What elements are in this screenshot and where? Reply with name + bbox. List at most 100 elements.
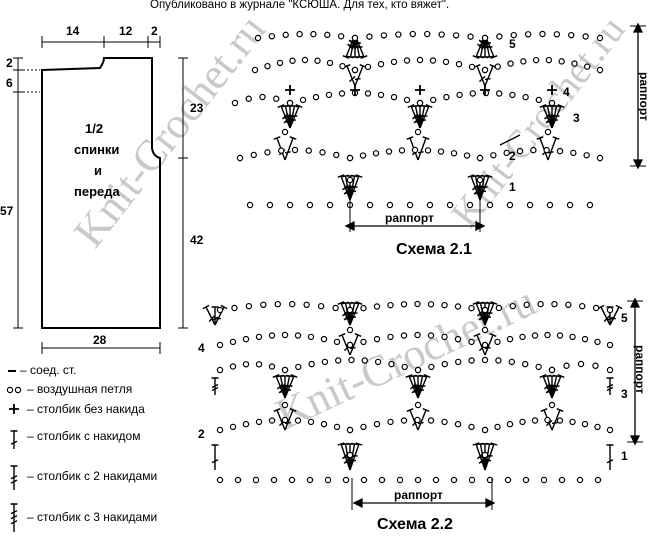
single-crochet [285, 85, 295, 95]
chain-stitch [581, 335, 589, 343]
stitch-post [349, 301, 363, 326]
scheme1-row-5: 5 [509, 37, 516, 51]
chain-stitch [409, 30, 416, 38]
chain-stitch [596, 66, 604, 74]
chain-stitch [366, 201, 374, 209]
chain-stitch [342, 476, 350, 484]
chain-stitch [606, 426, 614, 434]
chain-stitch [401, 363, 408, 371]
chain-stitch [414, 331, 421, 339]
chain-stitch [229, 363, 237, 370]
legend-dc: – столбик с накидом [27, 429, 141, 443]
chain-stitch [428, 363, 435, 371]
chain-stitch [548, 99, 556, 107]
chain-stitch [508, 358, 515, 366]
chain-stitch [255, 333, 263, 341]
chain-stitch [454, 420, 462, 428]
chain-stitch [441, 301, 448, 309]
scheme1-row-3: 3 [573, 111, 580, 125]
chain-stitch [468, 357, 475, 364]
stitch-post [10, 503, 18, 532]
chain-stitch [553, 31, 561, 38]
dim-right-b: 42 [190, 233, 204, 247]
chain-stitch [264, 149, 271, 156]
chain-stitch [264, 62, 271, 70]
chain-stitch [548, 401, 556, 409]
chain-stitch [308, 360, 315, 368]
chain-stitch [594, 476, 602, 484]
chain-stitch [360, 423, 367, 431]
chain-stitch [333, 338, 341, 346]
dim-left-total: 57 [0, 204, 14, 218]
chain-stitch [346, 451, 354, 459]
scheme1-title: Схема 2.1 [396, 241, 472, 258]
chain-stitch [333, 151, 340, 159]
chain-stitch [463, 152, 471, 159]
dimension-lines [13, 36, 188, 354]
chain-stitch [576, 476, 584, 484]
chain-stitch [325, 91, 333, 99]
chain-stitch [403, 57, 411, 64]
stitch-post [284, 374, 298, 399]
stitch-post [211, 444, 219, 470]
chain-stitch [346, 341, 354, 349]
chain-stitch [584, 63, 591, 70]
chain-stitch [303, 301, 310, 309]
chain-stitch [556, 147, 564, 155]
piece-title-3: и [94, 163, 102, 178]
chain-stitch [481, 341, 489, 349]
chain-stitch [346, 326, 354, 334]
chain-stitch [594, 423, 601, 431]
piece-title-1: 1/2 [85, 121, 104, 136]
chain-stitch [295, 363, 302, 371]
chain-stitch [335, 357, 342, 364]
chain-stitch [414, 128, 422, 136]
chain-stitch [520, 58, 527, 65]
scheme1-repeat-v: раппорт [637, 72, 651, 121]
chain-stitch [468, 423, 475, 431]
chain-stitch [372, 150, 380, 157]
chain-stitch [535, 96, 543, 104]
chain-stitch [582, 33, 589, 40]
chain-stitch [274, 300, 281, 308]
legend-slip-stitch: – соед. ст. [20, 363, 77, 377]
scheme2-repeat-v: раппорт [633, 345, 647, 394]
chain-stitch [266, 201, 274, 209]
stitch-post [551, 374, 565, 399]
stitch-post [211, 377, 219, 395]
chain-stitch [503, 149, 510, 157]
chain-stitch [299, 96, 307, 104]
direction-arrow [499, 134, 521, 146]
chain-stitch [581, 420, 589, 428]
chain-stitch [288, 476, 296, 484]
chain-stitch [281, 416, 289, 424]
chain-stitch [569, 418, 576, 426]
chain-stitch [377, 91, 385, 99]
chain-stitch [294, 332, 302, 339]
legend-symbols [6, 370, 22, 532]
chain-stitch [583, 152, 590, 159]
chain-stitch [414, 476, 422, 484]
single-crochet [9, 404, 19, 414]
chain-stitch [307, 418, 315, 426]
chain-stitch [504, 476, 512, 484]
chain-stitch [606, 366, 614, 374]
chain-stitch [337, 33, 345, 40]
chain-stitch [442, 58, 450, 66]
chain-stitch [339, 62, 346, 70]
chain-stitch [359, 152, 367, 159]
stitch-post [606, 444, 614, 470]
chain-stitch [558, 476, 566, 484]
chain-stitch [314, 57, 321, 64]
chain-stitch [387, 418, 394, 426]
repeat-brackets [344, 22, 646, 510]
chain-stitch [556, 417, 564, 424]
chain-stitch [565, 301, 572, 309]
chain-stitch [346, 154, 354, 162]
watermark-2: Knit-Crochet.ru [442, 7, 634, 235]
chain-stitch [320, 335, 328, 343]
chain-stitch [455, 358, 462, 366]
chain-stitch [481, 426, 489, 434]
scheme-2-2 [202, 300, 623, 484]
chain-stitch [507, 60, 514, 67]
